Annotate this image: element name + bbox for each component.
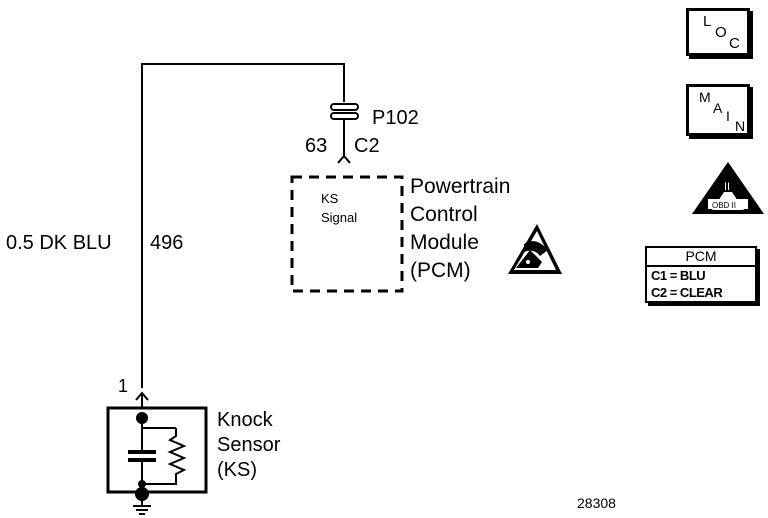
obd-numeral: II [724,181,730,193]
sensor-connector-terminal [135,391,149,401]
loc-letter-l: L [703,13,712,30]
sensor-name-line3: (KS) [217,459,257,481]
wire-color-label: 0.5 DK BLU [6,232,112,254]
obd-label: OBD II [712,201,736,210]
main-letter-a: A [713,100,723,116]
wire-496 [141,63,345,388]
pcm-table-row-c1: C1 = BLU [651,268,706,283]
pcm-connector-table: PCM C1 = BLU C2 = CLEAR [645,246,757,303]
main-letter-n: N [735,118,746,134]
main-letter-m: M [699,89,711,105]
ks-signal-label-line2: Signal [321,210,357,225]
pcm-table-row-c2: C2 = CLEAR [651,285,723,300]
connector-cavity: C2 [354,135,380,157]
module-name-line4: (PCM) [410,259,471,282]
main-letter-i: I [726,108,730,124]
ks-signal-label-line1: KS [321,191,339,206]
pcm-module-box [290,175,404,293]
module-name-line1: Powertrain [410,175,510,198]
figure-number: 28308 [577,495,616,511]
module-name-line2: Control [410,203,478,226]
wire-circuit-label: 496 [150,232,183,254]
obd-ii-badge [692,162,764,214]
connector-name: P102 [372,107,419,129]
loc-badge[interactable]: L O C [686,8,750,56]
connector-p102 [330,103,359,164]
knock-sensor-symbol [106,406,208,515]
loc-letter-o: O [715,24,727,41]
sensor-name-line1: Knock [217,409,274,431]
pcm-table-header: PCM [647,248,755,267]
connector-pin-number: 63 [305,135,327,157]
sensor-name-line2: Sensor [217,434,281,456]
loc-letter-c: C [729,35,740,52]
sensor-pin-number: 1 [118,376,128,396]
module-name-line3: Module [410,231,479,254]
main-badge[interactable]: M A I N [686,84,750,136]
esd-warning-icon [508,224,562,274]
